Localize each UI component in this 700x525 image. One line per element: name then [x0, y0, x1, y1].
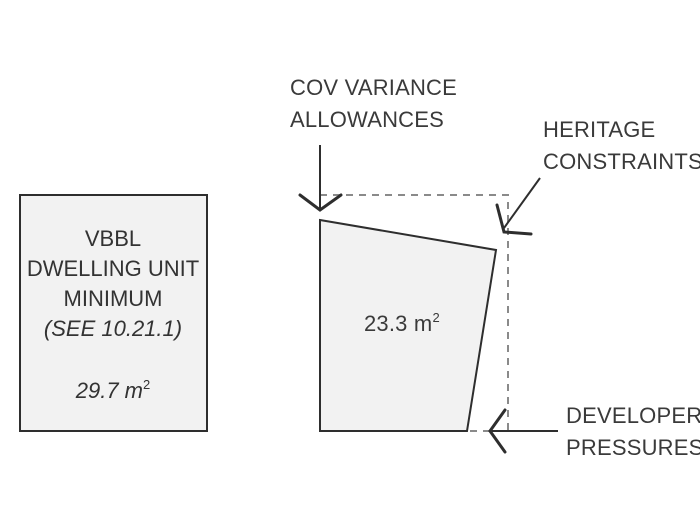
vbbl-reference: (SEE 10.21.1) — [43, 316, 183, 341]
unit-area-value: 23.3 m — [364, 311, 433, 336]
cov-label-line-1: COV VARIANCE — [290, 75, 458, 100]
vbbl-area: 29.7 m2 — [20, 376, 206, 406]
heritage-constraints-arrow — [495, 177, 541, 236]
heritage-constraints-label: HERITAGE CONSTRAINTS — [543, 114, 700, 178]
heritage-label-line-2: CONSTRAINTS — [543, 149, 700, 174]
reduced-unit-shape — [319, 218, 498, 432]
vbbl-line-2: DWELLING UNIT — [26, 256, 200, 281]
developer-pressures-label: DEVELOPER PRESSURES — [566, 400, 700, 464]
developer-label-line-1: DEVELOPER — [566, 403, 700, 428]
vbbl-box-label: VBBL DWELLING UNIT MINIMUM (SEE 10.21.1) — [20, 224, 206, 344]
heritage-label-line-1: HERITAGE — [543, 117, 656, 142]
cov-label-line-2: ALLOWANCES — [290, 107, 445, 132]
unit-area: 23.3 m2 — [364, 308, 440, 340]
cov-variance-arrow — [298, 145, 343, 212]
developer-label-line-2: PRESSURES — [566, 435, 700, 460]
cov-variance-label: COV VARIANCE ALLOWANCES — [290, 72, 457, 136]
vbbl-area-exponent: 2 — [143, 377, 151, 392]
vbbl-line-3: MINIMUM — [63, 286, 163, 311]
vbbl-area-value: 29.7 m — [75, 378, 144, 403]
vbbl-minimum-box — [19, 194, 208, 432]
vbbl-line-1: VBBL — [84, 226, 142, 251]
unit-area-exponent: 2 — [432, 310, 440, 325]
developer-pressures-arrow — [488, 408, 558, 454]
